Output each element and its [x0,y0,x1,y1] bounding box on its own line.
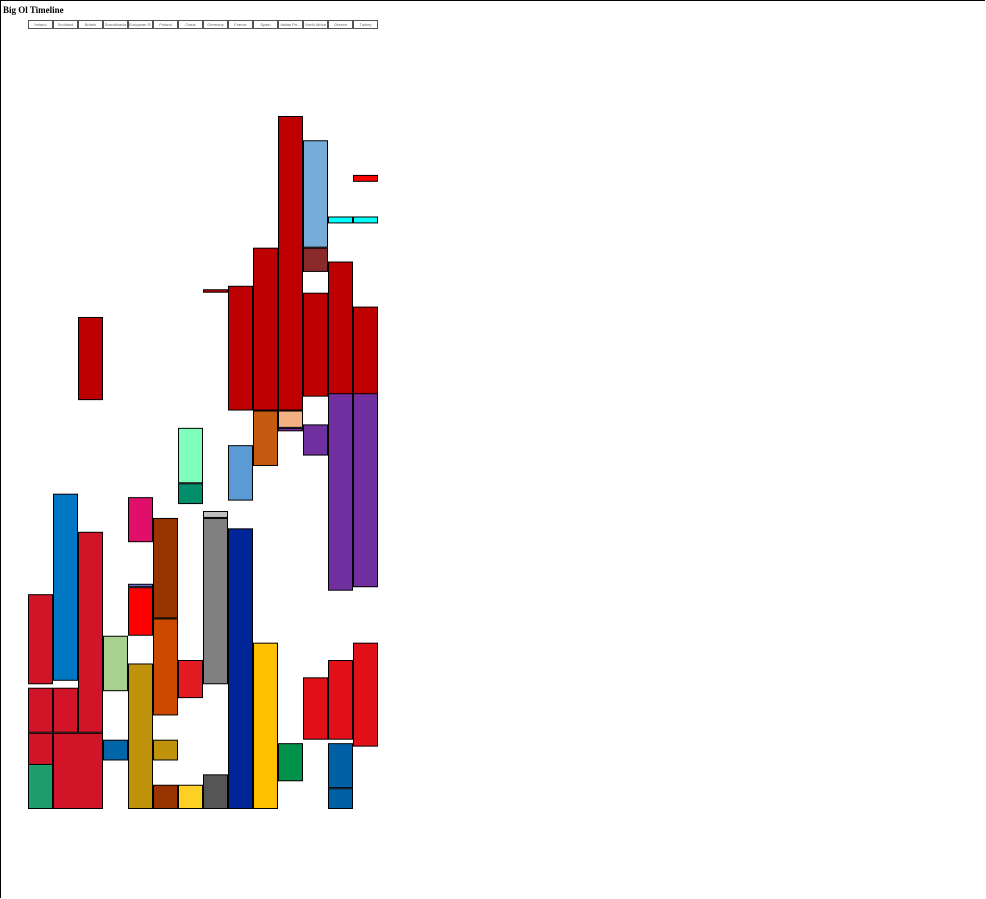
timeline-block [53,732,103,810]
timeline-block [328,743,353,789]
timeline-block [303,424,328,456]
timeline-block [328,261,353,397]
timeline-block [203,774,228,809]
timeline-block [303,247,328,272]
timeline-block [203,511,228,518]
timeline-block [203,289,228,293]
column-header: Italian Pe... [278,20,303,29]
column-header: Spain [253,20,278,29]
timeline-block [353,393,378,588]
timeline-block [178,660,203,699]
column-header: European R... [128,20,153,29]
timeline-block [128,497,153,543]
timeline-block [228,445,253,501]
timeline-block [328,216,353,224]
timeline-block [328,393,353,591]
timeline-block [78,531,103,733]
timeline-block [278,743,303,782]
timeline-block [103,635,128,692]
column-header: Greece [328,20,353,29]
timeline-block [328,660,353,740]
timeline-block [253,642,278,809]
timeline-block [153,517,178,619]
timeline-block [353,174,378,182]
timeline-block [328,788,353,810]
page-title: Big Ol Timeline [3,5,64,15]
timeline-block [178,483,203,505]
timeline-block [53,687,78,733]
timeline-block [178,427,203,484]
timeline-block [228,285,253,411]
column-header: Oasis [178,20,203,29]
column-header: Poland [153,20,178,29]
timeline-block [303,677,328,740]
timeline-block [303,140,328,248]
column-header: Turkey [353,20,378,29]
timeline-block [253,247,278,411]
column-header: Germany [203,20,228,29]
timeline-block [103,739,128,761]
timeline-block [228,528,253,810]
timeline-block [153,739,178,761]
timeline-block [153,618,178,716]
timeline-block [353,216,378,224]
timeline-block [203,517,228,685]
column-header: Scandinavia [103,20,128,29]
timeline-block [178,784,203,809]
column-header: North Africa [303,20,328,29]
timeline-block [28,594,53,685]
timeline-block [153,784,178,809]
timeline-block [128,583,153,588]
timeline-block [353,306,378,397]
timeline-block [303,292,328,397]
column-header: France [228,20,253,29]
column-header: Ireland [28,20,53,29]
timeline-block [278,116,303,411]
timeline-block [128,587,153,636]
timeline-block [53,493,78,681]
timeline-block [253,410,278,466]
timeline-block [278,427,303,432]
timeline-block [353,642,378,747]
timeline-block [78,316,103,401]
column-header: Britain [78,20,103,29]
timeline-block [28,763,53,810]
column-header: Scotland [53,20,78,29]
timeline-block [128,663,153,809]
timeline-block [278,410,303,428]
timeline-block [28,687,53,733]
